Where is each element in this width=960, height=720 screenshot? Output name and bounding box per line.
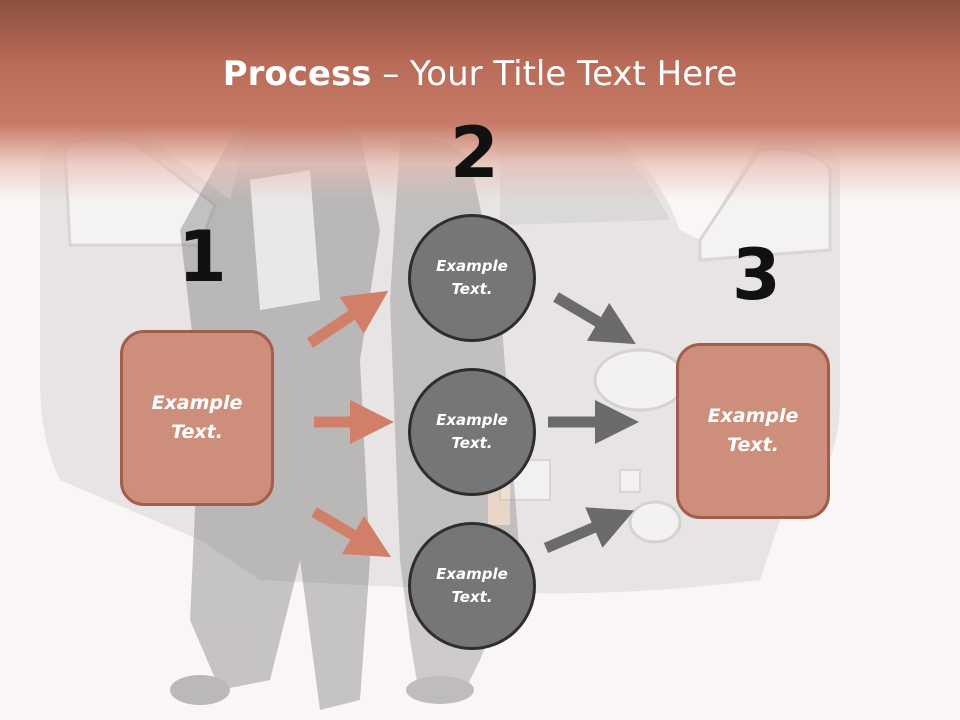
circle-top-label: Example Text. [436,257,508,298]
circle-top: Example Text. [408,214,536,342]
slide-title: Process – Your Title Text Here [0,52,960,96]
man-figure-image [170,117,380,710]
circle-bottom: Example Text. [408,522,536,650]
arrow-box1-to-circle-bottom [311,507,391,558]
step-box-3: Example Text. [676,343,830,519]
title-rest: – Your Title Text Here [371,54,738,94]
step-number-3: 3 [732,234,781,316]
header-band [0,0,960,200]
circle-middle-label: Example Text. [436,411,508,452]
step-box-1: Example Text. [120,330,274,506]
step-number-1: 1 [178,216,227,298]
circle-bottom-label: Example Text. [436,565,508,606]
arrow-box1-to-circle-top [306,290,389,348]
arrow-circle-top-to-box3 [553,292,636,345]
arrow-circle-bottom-to-box3 [543,507,635,554]
step-box-3-label: Example Text. [707,405,799,456]
title-bold: Process [222,54,372,94]
step-number-2: 2 [450,112,499,194]
circle-middle: Example Text. [408,368,536,496]
step-box-1-label: Example Text. [151,392,243,443]
